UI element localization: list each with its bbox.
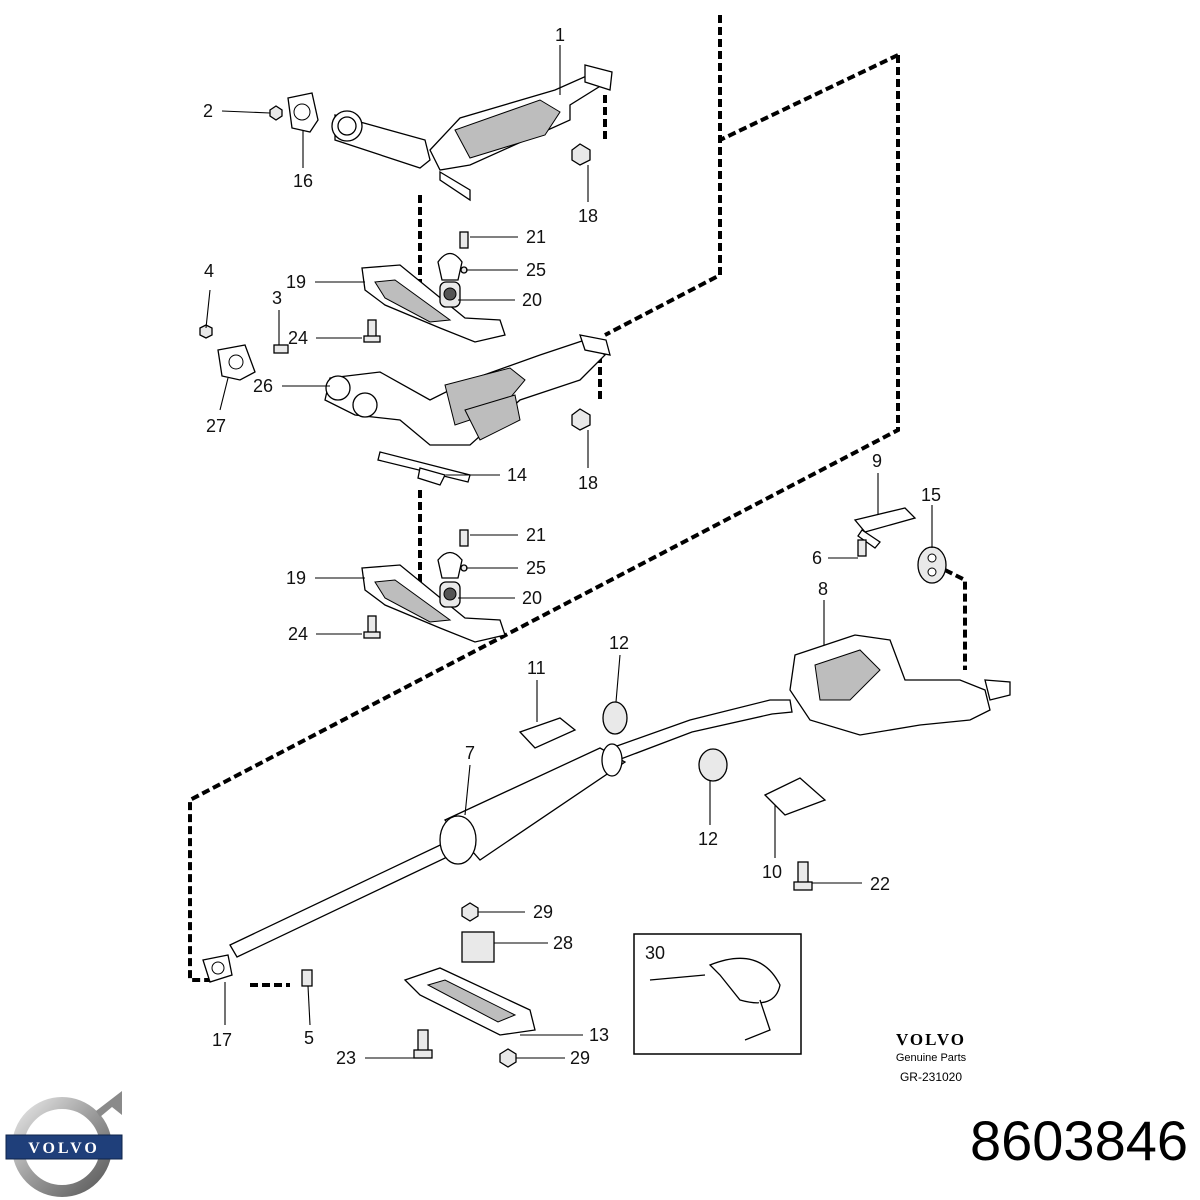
callout-10: 10 [762,862,782,882]
callout-24-bottom: 24 [288,624,308,644]
bolt-5 [301,969,313,987]
callout-14: 14 [507,465,527,485]
front-catalytic-converter [331,64,613,202]
callout-6: 6 [812,548,822,568]
callout-17: 17 [212,1030,232,1050]
hanger-bracket-11 [518,717,577,749]
bracket-9 [853,507,917,549]
callout-labels: 1 2 16 18 21 25 20 19 4 3 24 26 27 18 14… [203,25,941,1068]
drawing-code: GR-231020 [899,1070,963,1084]
bolt-24-lower [363,615,381,639]
bracket-19-upper [361,231,506,343]
callout-9: 9 [872,451,882,471]
callout-18-top: 18 [578,206,598,226]
callout-12-top: 12 [609,633,629,653]
bolt-23 [413,1029,433,1059]
callout-27: 27 [206,416,226,436]
routing-dashes [188,15,967,987]
callout-28: 28 [553,933,573,953]
leader-lines [205,45,933,1059]
callout-3: 3 [272,288,282,308]
callout-24-top: 24 [288,328,308,348]
callout-19-top: 19 [286,272,306,292]
callout-8: 8 [818,579,828,599]
callout-23: 23 [336,1048,356,1068]
callout-4: 4 [204,261,214,281]
rubber-hanger-15 [917,546,947,584]
brand-wordmark: VOLVO [895,1030,967,1049]
callout-15: 15 [921,485,941,505]
callout-25-bottom: 25 [526,558,546,578]
callout-7: 7 [465,743,475,763]
callout-12-bottom: 12 [698,829,718,849]
callout-22: 22 [870,874,890,894]
callout-1: 1 [555,25,565,45]
callout-21-top: 21 [526,227,546,247]
flange-gasket-17 [202,954,233,983]
callout-20-top: 20 [522,290,542,310]
strap-14 [377,451,471,486]
rubber-hanger-12-upper [602,701,628,735]
nut-29-bottom [499,1048,517,1068]
brand-subtitle: Genuine Parts [895,1052,967,1064]
volvo-iron-mark-icon: VOLVO [5,1091,123,1197]
callout-25-top: 25 [526,260,546,280]
callout-13: 13 [589,1025,609,1045]
logo-wordmark: VOLVO [28,1140,100,1157]
nut-2 [269,105,283,121]
nut-29-top [461,902,479,922]
rear-silencer [789,634,1011,736]
inset-clamp-30 [633,933,802,1055]
callout-26: 26 [253,376,273,396]
brand-block: VOLVO Genuine Parts GR-231020 [876,1030,986,1084]
callout-11: 11 [527,658,546,678]
part-number: 8603846 [969,1109,1188,1172]
twin-catalytic-converter [324,334,611,446]
intermediate-pipe [229,699,793,958]
bolt-24-upper [363,319,381,343]
callout-2: 2 [203,101,213,121]
callout-21-bottom: 21 [526,525,546,545]
callout-19-bottom: 19 [286,568,306,588]
callout-20-bottom: 20 [522,588,542,608]
nut-18-lower [571,408,591,431]
callout-29-bottom: 29 [570,1048,590,1068]
bolt-22 [793,861,813,891]
callout-29-top: 29 [533,902,553,922]
nut-18-top [571,143,591,166]
clamp-28 [461,931,495,963]
bracket-13 [403,967,536,1036]
gasket-16 [287,92,319,133]
callout-16: 16 [293,171,313,191]
callout-18-bottom: 18 [578,473,598,493]
bolt-3 [273,344,289,354]
callout-5: 5 [304,1028,314,1048]
gasket-27 [217,344,256,381]
rubber-hanger-12-lower [698,748,728,782]
bracket-10 [763,777,827,816]
bolt-6 [857,539,867,557]
bracket-19-lower [361,529,506,643]
callout-30: 30 [645,943,665,963]
